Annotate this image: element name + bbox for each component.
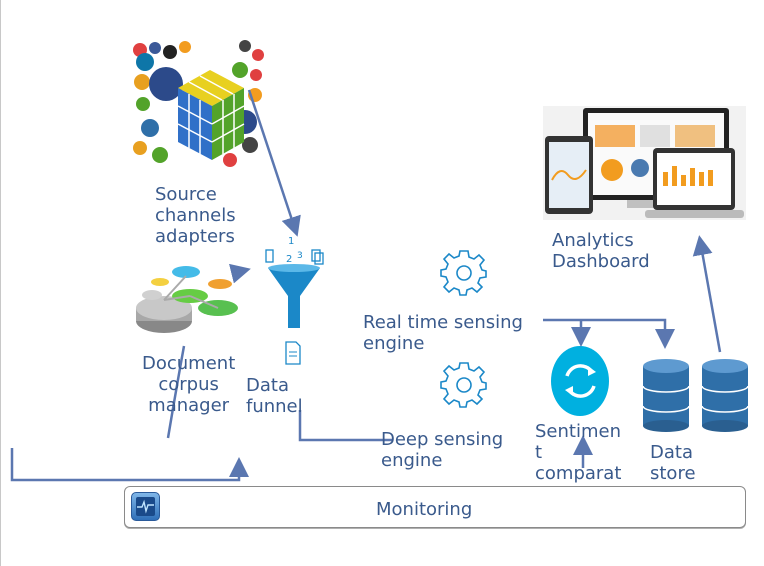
analytics-dashboard-label: Analytics Dashboard [552,230,650,272]
left-border-line [0,0,1,566]
arrow-db-to-dashboard [692,235,722,353]
realtime-engine-label: Real time sensing engine [363,312,523,354]
document-corpus-graphic [136,266,238,333]
arrow-realtime-to-datastore [543,318,675,349]
monitoring-label: Monitoring [376,499,473,520]
source-channels-label: Source channels adapters [155,184,236,247]
svg-text:3: 3 [297,251,303,261]
connector-arrows [10,89,722,482]
deep-engine-label: Deep sensing engine [381,429,504,471]
line-corpus-curve [166,345,186,439]
social-media-cube-image [133,40,264,167]
arrow-corpus-to-funnel [229,263,251,284]
line-funnel-to-deep [298,410,392,442]
svg-text:1: 1 [288,236,294,247]
sentiment-sync-icon [551,346,609,416]
monitor-pulse-icon [131,492,160,521]
realtime-gear-icon [440,250,487,296]
document-corpus-label: Document corpus manager [142,353,236,416]
data-store-label: Data store [650,442,696,484]
data-store-database-icon [642,359,690,432]
data-funnel-icon: 1 2 3 [265,236,324,365]
analytics-devices-image [543,106,746,220]
data-funnel-label: Data funnel [246,375,303,417]
svg-text:2: 2 [286,254,292,265]
arrow-source-to-funnel [247,89,301,237]
database-replica-icon [701,359,749,432]
deep-gear-icon [440,362,487,408]
monitoring-bar [124,486,746,528]
line-bottom-loop [10,448,249,482]
